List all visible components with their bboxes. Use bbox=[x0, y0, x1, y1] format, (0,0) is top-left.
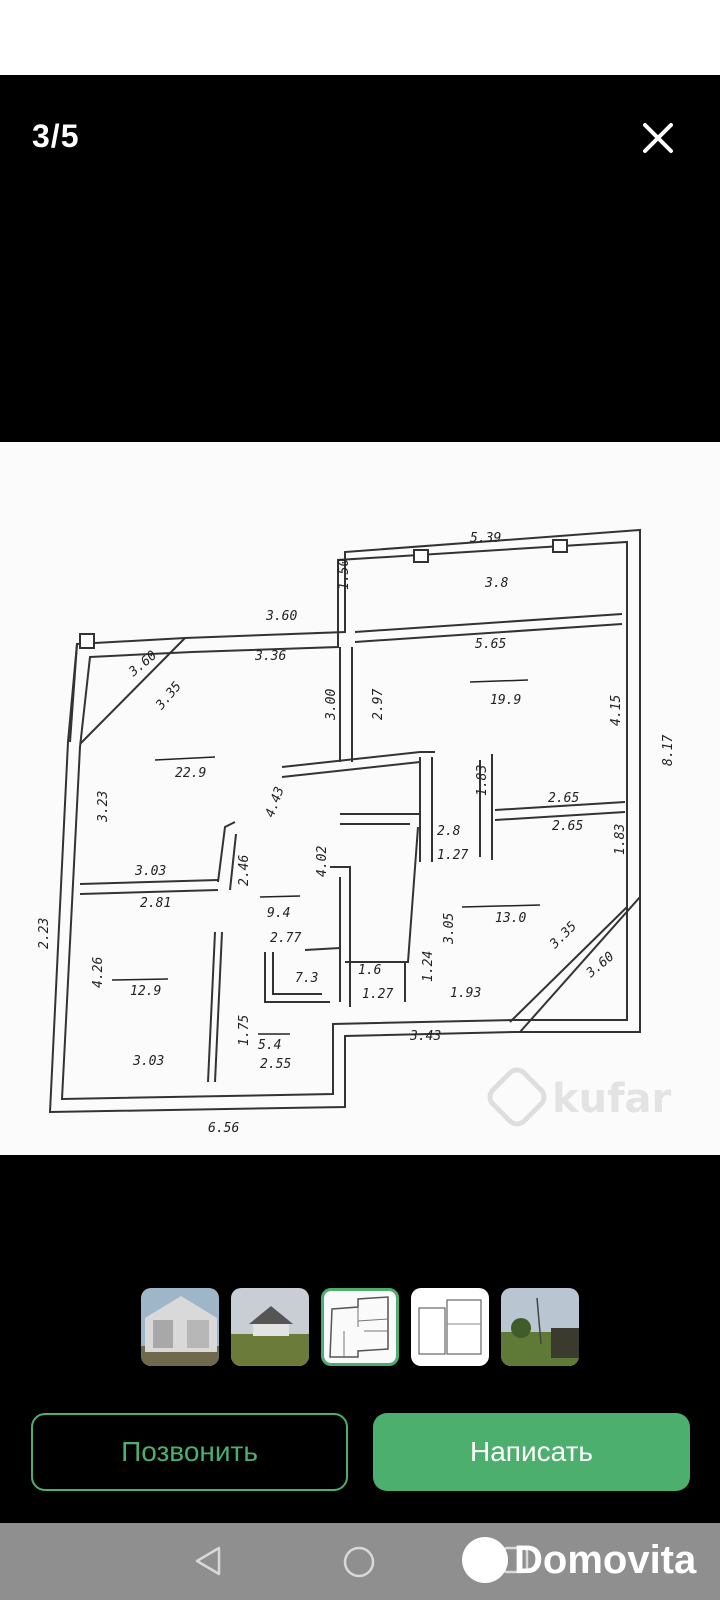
dim-label: 1.75 bbox=[237, 1015, 252, 1046]
dim-label: 1.83 bbox=[475, 765, 490, 796]
thumbnail-4[interactable] bbox=[411, 1288, 489, 1366]
dim-label: 3.00 bbox=[324, 689, 339, 721]
dim-label: 2.81 bbox=[140, 896, 171, 911]
floor-plan-thumb bbox=[324, 1291, 396, 1363]
dim-label: 22.9 bbox=[175, 766, 206, 781]
dim-label: 6.56 bbox=[208, 1121, 239, 1136]
dim-label: 2.65 bbox=[548, 791, 579, 806]
contact-actions: Позвонить Написать bbox=[31, 1413, 690, 1491]
kufar-watermark: kufar bbox=[487, 1067, 671, 1127]
dim-label: 2.46 bbox=[237, 855, 252, 886]
dim-label: 3.36 bbox=[254, 649, 286, 664]
dim-label: 2.77 bbox=[270, 931, 301, 946]
thumbnail-2[interactable] bbox=[231, 1288, 309, 1366]
system-nav-bar bbox=[0, 1523, 720, 1600]
dim-label: 7.3 bbox=[295, 971, 318, 986]
close-icon bbox=[643, 123, 673, 153]
dim-label: 1.83 bbox=[613, 824, 628, 855]
house-photo-thumb bbox=[231, 1288, 309, 1366]
dim-label: 1.6 bbox=[358, 963, 382, 978]
floor-plan-photo[interactable]: 5.39 3.8 1.50 3.60 3.60 3.36 3.35 3.00 2… bbox=[0, 442, 720, 1155]
dim-label: 12.9 bbox=[130, 984, 161, 999]
dim-label: 3.8 bbox=[484, 576, 509, 591]
dim-label: 3.35 bbox=[153, 679, 185, 714]
dim-label: 3.60 bbox=[265, 609, 297, 624]
dim-label: 3.43 bbox=[409, 1029, 441, 1044]
dim-label: 4.02 bbox=[315, 846, 330, 877]
dim-label: 1.24 bbox=[421, 951, 436, 982]
floor-plan-thumb bbox=[411, 1288, 489, 1366]
domovita-watermark: Domovita bbox=[462, 1531, 696, 1589]
dim-label: 1.93 bbox=[450, 986, 481, 1001]
thumbnail-3[interactable] bbox=[321, 1288, 399, 1366]
dim-label: 1.50 bbox=[337, 559, 352, 590]
home-icon[interactable] bbox=[342, 1545, 376, 1579]
dim-label: 3.03 bbox=[134, 864, 166, 879]
dim-label: 5.4 bbox=[258, 1038, 281, 1053]
dim-label: 2.55 bbox=[260, 1057, 291, 1072]
house-photo-thumb bbox=[141, 1288, 219, 1366]
thumbnail-strip bbox=[141, 1288, 579, 1366]
dim-label: 2.23 bbox=[37, 918, 52, 949]
dim-label: 5.39 bbox=[470, 531, 501, 546]
dim-label: 8.17 bbox=[661, 735, 676, 766]
status-bar bbox=[0, 0, 720, 75]
dim-label: 9.4 bbox=[267, 906, 290, 921]
dim-label: 1.27 bbox=[362, 987, 393, 1002]
write-button[interactable]: Написать bbox=[373, 1413, 690, 1491]
thumbnail-1[interactable] bbox=[141, 1288, 219, 1366]
dim-label: 2.8 bbox=[437, 824, 461, 839]
domovita-logo-icon bbox=[462, 1537, 508, 1583]
domovita-logo-text: Domovita bbox=[514, 1537, 697, 1582]
photo-counter: 3/5 bbox=[32, 118, 80, 154]
dim-label: 3.03 bbox=[132, 1054, 164, 1069]
dim-label: 19.9 bbox=[490, 693, 521, 708]
dim-label: 3.05 bbox=[442, 913, 457, 945]
yard-photo-thumb bbox=[501, 1288, 579, 1366]
dim-label: 13.0 bbox=[495, 911, 526, 926]
dim-label: 2.65 bbox=[552, 819, 583, 834]
dim-label: 3.23 bbox=[96, 791, 111, 823]
call-button[interactable]: Позвонить bbox=[31, 1413, 348, 1491]
close-button[interactable] bbox=[636, 116, 680, 160]
dim-label: 4.43 bbox=[263, 785, 288, 820]
dim-label: 5.65 bbox=[475, 637, 506, 652]
back-icon[interactable] bbox=[193, 1545, 223, 1577]
dim-label: 3.35 bbox=[547, 919, 581, 953]
dim-label: 1.27 bbox=[437, 848, 468, 863]
dim-label: 4.15 bbox=[609, 695, 624, 726]
kufar-logo-text: kufar bbox=[552, 1076, 671, 1122]
thumbnail-5[interactable] bbox=[501, 1288, 579, 1366]
dim-label: 2.97 bbox=[371, 689, 386, 720]
dim-label: 4.26 bbox=[91, 957, 106, 988]
